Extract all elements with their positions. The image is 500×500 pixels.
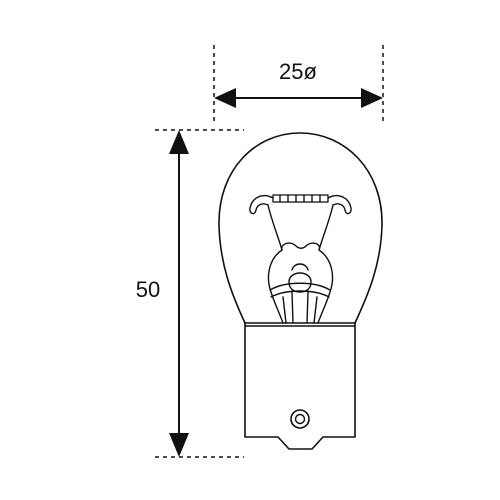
metal-base [244,322,356,450]
filament-icon [249,194,352,324]
height-arrow-top [169,130,189,154]
height-label: 50 [136,277,160,302]
bulb-icon [218,132,383,450]
diameter-label: 25ø [279,59,317,84]
height-arrow-bottom [169,433,189,457]
height-dimension: 50 [136,129,244,458]
diameter-dimension: 25ø [213,45,384,125]
diameter-arrow-left [214,88,236,108]
bayonet-pin-icon [290,409,310,429]
diameter-arrow-right [361,88,383,108]
glass-envelope [218,132,383,324]
